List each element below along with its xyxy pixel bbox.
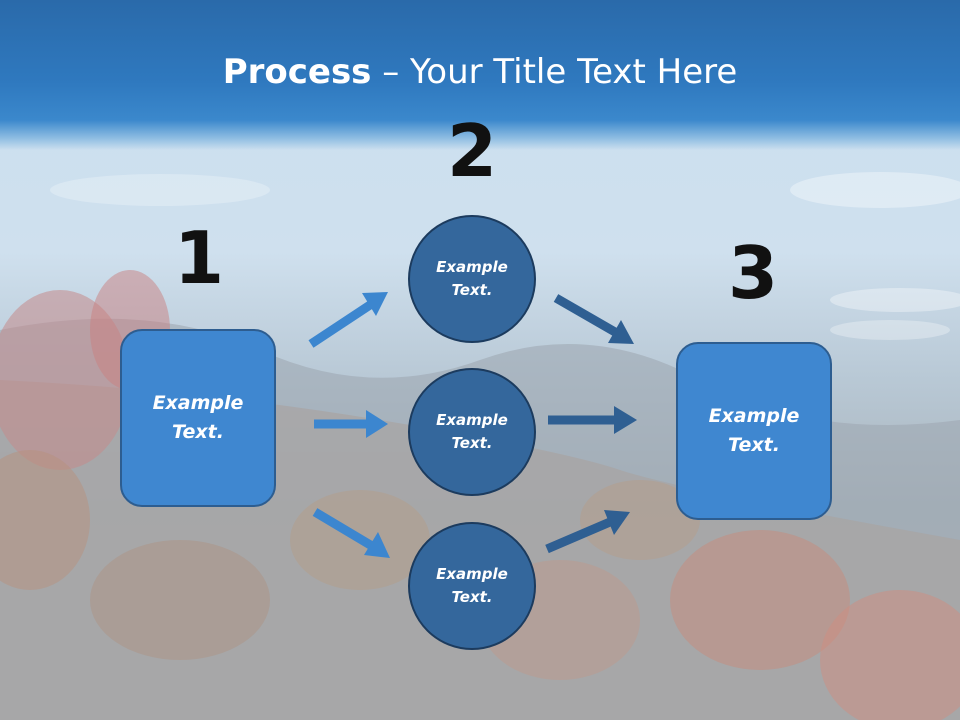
circle-middle-line-1: Example [436, 411, 508, 429]
arrow-top-to-step3 [553, 294, 634, 344]
step-3-text: Example Text. [709, 402, 800, 460]
circle-top-text: Example Text. [436, 256, 508, 302]
step-number-2: 2 [446, 109, 498, 193]
arrow-middle-to-step3 [548, 406, 637, 434]
step-3-line-1: Example [708, 405, 800, 427]
circle-top-line-1: Example [436, 258, 508, 276]
circle-top-line-2: Text. [451, 281, 493, 299]
circle-bottom-line-1: Example [436, 565, 508, 583]
step-1-line-2: Text. [172, 421, 224, 443]
arrow-step1-to-middle [314, 410, 388, 438]
slide-title-rest: – Your Title Text Here [371, 52, 738, 92]
step-1-line-1: Example [152, 392, 244, 414]
step-3-box[interactable]: Example Text. [676, 342, 832, 520]
circle-top[interactable]: Example Text. [408, 215, 536, 343]
slide-title-bold: Process [222, 52, 372, 92]
arrow-step1-to-top [308, 292, 388, 348]
step-1-box[interactable]: Example Text. [120, 329, 276, 507]
arrow-step1-to-bottom [312, 508, 390, 558]
arrow-bottom-to-step3 [545, 510, 630, 554]
circle-middle-text: Example Text. [436, 409, 508, 455]
circle-bottom-line-2: Text. [451, 588, 493, 606]
circle-middle[interactable]: Example Text. [408, 368, 536, 496]
step-1-text: Example Text. [153, 389, 244, 447]
title-band [0, 0, 960, 150]
step-3-line-2: Text. [728, 434, 780, 456]
step-number-3: 3 [727, 231, 779, 315]
circle-bottom-text: Example Text. [436, 563, 508, 609]
circle-bottom[interactable]: Example Text. [408, 522, 536, 650]
slide-title: Process – Your Title Text Here [0, 52, 960, 92]
step-number-1: 1 [173, 216, 225, 300]
circle-middle-line-2: Text. [451, 434, 493, 452]
